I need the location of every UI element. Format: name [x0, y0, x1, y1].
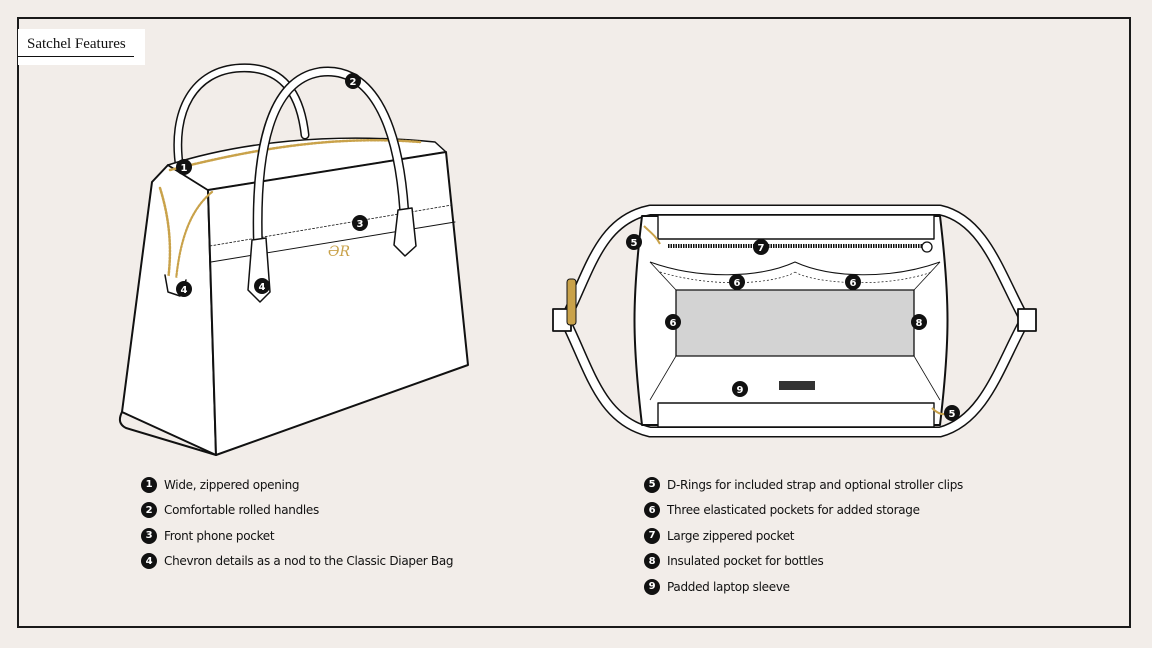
legend-label: Comfortable rolled handles — [164, 503, 319, 518]
marker-6a: 6 — [729, 274, 745, 290]
marker-5a: 5 — [626, 234, 642, 250]
svg-text:2: 2 — [350, 77, 357, 88]
marker-6b: 6 — [845, 274, 861, 290]
feature-legend-right: 5 D-Rings for included strap and optiona… — [644, 476, 963, 604]
bag-top — [167, 137, 447, 191]
legend-label: Chevron details as a nod to the Classic … — [164, 554, 454, 569]
legend-number: 9 — [644, 578, 660, 595]
marker-8: 8 — [911, 314, 927, 330]
laptop-sleeve — [675, 289, 915, 357]
legend-item: 8 Insulated pocket for bottles — [644, 553, 963, 570]
zipper-gold — [168, 139, 422, 172]
svg-text:6: 6 — [850, 278, 857, 289]
legend-label: Three elasticated pockets for added stor… — [667, 503, 920, 518]
page-title: Satchel Features — [27, 36, 126, 52]
legend-number: 5 — [644, 476, 660, 493]
legend-number: 4 — [141, 553, 157, 570]
legend-label: Wide, zippered opening — [164, 477, 300, 492]
bag-front-panel — [207, 151, 469, 456]
svg-text:1: 1 — [181, 163, 188, 174]
svg-text:5: 5 — [631, 238, 638, 249]
legend-item: 7 Large zippered pocket — [644, 527, 963, 544]
legend-item: 1 Wide, zippered opening — [141, 476, 453, 493]
title-box: Satchel Features — [18, 29, 145, 65]
legend-label: D-Rings for included strap and optional … — [667, 477, 963, 492]
svg-text:4: 4 — [181, 285, 188, 296]
legend-number: 6 — [644, 502, 660, 519]
label-patch — [779, 381, 815, 390]
marker-5b: 5 — [944, 405, 960, 421]
satchel-side-view: ƏR — [118, 63, 469, 456]
legend-label: Padded laptop sleeve — [667, 579, 790, 594]
svg-text:6: 6 — [670, 318, 677, 329]
svg-text:8: 8 — [916, 318, 923, 329]
legend-item: 2 Comfortable rolled handles — [141, 502, 453, 519]
legend-item: 6 Three elasticated pockets for added st… — [644, 502, 963, 519]
marker-4a: 4 — [176, 281, 192, 297]
marker-7: 7 — [753, 239, 769, 255]
legend-number: 8 — [644, 553, 660, 570]
legend-item: 4 Chevron details as a nod to the Classi… — [141, 553, 454, 570]
svg-text:6: 6 — [734, 278, 741, 289]
svg-text:5: 5 — [949, 409, 956, 420]
marker-4b: 4 — [254, 278, 270, 294]
legend-item: 5 D-Rings for included strap and optiona… — [644, 476, 963, 493]
gold-clasp — [566, 278, 577, 326]
marker-2: 2 — [345, 73, 361, 89]
svg-text:4: 4 — [259, 282, 266, 293]
legend-number: 7 — [644, 527, 660, 544]
marker-6c: 6 — [665, 314, 681, 330]
marker-9: 9 — [732, 381, 748, 397]
markers-right: 5 5 7 6 6 6 8 9 — [626, 234, 960, 421]
legend-label: Front phone pocket — [164, 528, 275, 543]
marker-3: 3 — [352, 215, 368, 231]
legend-label: Insulated pocket for bottles — [667, 554, 824, 569]
satchel-open-view — [552, 204, 1037, 438]
brand-logo: ƏR — [328, 244, 350, 260]
legend-number: 3 — [141, 527, 157, 544]
bag-side-panel — [121, 164, 217, 456]
svg-text:7: 7 — [758, 243, 765, 254]
marker-1: 1 — [176, 159, 192, 175]
legend-number: 2 — [141, 502, 157, 519]
svg-text:3: 3 — [357, 219, 364, 230]
title-underline — [18, 56, 134, 57]
markers-left: 1 2 3 4 4 — [176, 73, 368, 297]
legend-item: 9 Padded laptop sleeve — [644, 578, 963, 595]
legend-label: Large zippered pocket — [667, 528, 795, 543]
svg-text:9: 9 — [737, 385, 744, 396]
feature-legend-left: 1 Wide, zippered opening 2 Comfortable r… — [141, 476, 454, 578]
diagram-frame — [17, 17, 1131, 628]
legend-number: 1 — [141, 476, 157, 493]
legend-item: 3 Front phone pocket — [141, 527, 453, 544]
